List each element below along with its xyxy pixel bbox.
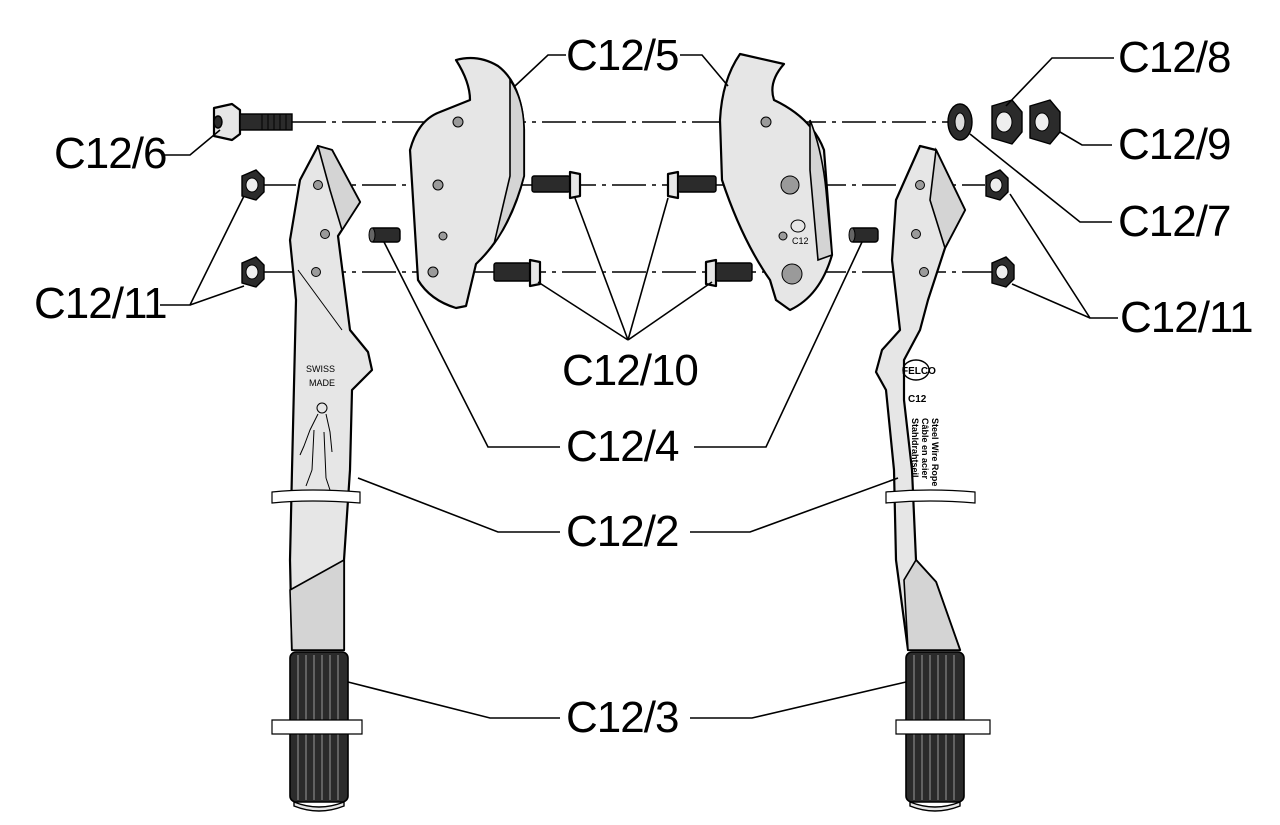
nut-left-bottom — [241, 256, 265, 288]
assembly-axes — [262, 121, 995, 273]
blade-model-mark: C12 — [792, 236, 809, 246]
left-handle: SWISS MADE — [271, 144, 374, 652]
label-c12-7: C12/7 — [1118, 197, 1230, 246]
label-c12-11-left: C12/11 — [34, 279, 167, 328]
right-grip — [895, 651, 991, 812]
left-handle-marking-1: SWISS — [306, 364, 335, 374]
left-handle-marking-2: MADE — [309, 378, 335, 388]
nut-right-bottom — [991, 256, 1015, 288]
screw-2 — [666, 170, 717, 200]
label-c12-10: C12/10 — [562, 346, 698, 395]
pivot-bolt — [212, 102, 293, 142]
right-handle-break — [885, 489, 976, 504]
right-grip-break — [895, 719, 991, 735]
label-c12-3: C12/3 — [566, 693, 678, 742]
label-c12-5: C12/5 — [566, 31, 678, 80]
washer — [947, 103, 973, 141]
label-c12-9: C12/9 — [1118, 120, 1230, 169]
right-handle-text-3: Stahldrahtseil — [910, 418, 920, 478]
screw-1 — [531, 170, 582, 200]
nut-c12-8 — [991, 99, 1023, 145]
nut-c12-9 — [1029, 99, 1061, 145]
pin-left — [368, 227, 401, 243]
nut-left-top — [241, 169, 265, 201]
label-c12-6: C12/6 — [54, 129, 166, 178]
right-handle: FELCO C12 Steel Wire Rope Câble en acier… — [874, 144, 976, 652]
right-handle-model: C12 — [908, 394, 927, 405]
label-c12-2: C12/2 — [566, 507, 678, 556]
felco-logo: FELCO — [902, 359, 936, 381]
left-blade — [408, 56, 526, 310]
right-blade: C12 — [718, 52, 834, 312]
right-handle-text-1: Steel Wire Rope — [930, 418, 940, 486]
label-c12-8: C12/8 — [1118, 33, 1230, 82]
nut-right-top — [985, 169, 1009, 201]
label-c12-4: C12/4 — [566, 422, 679, 471]
felco-brand-text: FELCO — [902, 366, 936, 377]
part-labels: C12/5 C12/6 C12/8 C12/9 C12/7 C12/11 C12… — [34, 31, 1254, 742]
left-handle-break — [271, 489, 361, 504]
pin-right — [848, 227, 879, 243]
screw-4 — [704, 258, 753, 288]
label-c12-11-right: C12/11 — [1120, 293, 1253, 342]
screw-3 — [493, 258, 542, 288]
left-grip — [271, 651, 363, 812]
left-grip-break — [271, 719, 363, 735]
leader-lines — [160, 54, 1118, 719]
right-handle-text-2: Câble en acier — [920, 418, 930, 480]
engraved-figure-logo — [299, 402, 333, 491]
